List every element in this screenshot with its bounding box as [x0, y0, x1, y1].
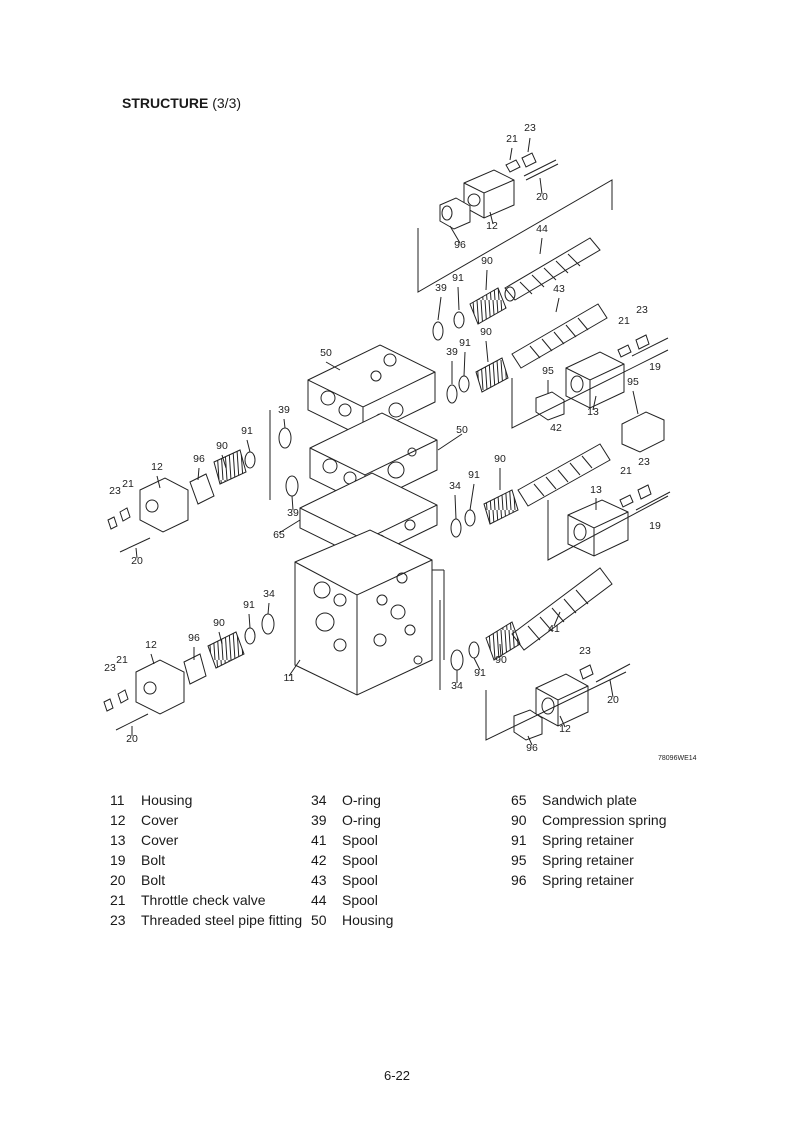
title-subtitle: (3/3) [212, 95, 242, 111]
callout-34: 34 [449, 480, 461, 492]
callout-65: 65 [273, 529, 285, 541]
callout-23: 23 [636, 304, 648, 316]
spool-44 [504, 237, 601, 302]
callout-42: 42 [550, 422, 562, 434]
page-number: 6-22 [383, 1068, 411, 1083]
callout-91: 91 [459, 337, 471, 349]
callout-21: 21 [620, 465, 632, 477]
callout-96: 96 [526, 742, 538, 754]
callout-12: 12 [559, 723, 571, 735]
exploded-view-diagram: 2123201296449091394323219091395019959539… [103, 122, 697, 762]
spool-43 [511, 303, 608, 369]
housing-50-lower [309, 412, 438, 506]
callout-21: 21 [122, 478, 134, 490]
callout-20: 20 [607, 694, 619, 706]
callout-90: 90 [213, 617, 225, 629]
callout-23: 23 [104, 662, 116, 674]
left-cover-upper [107, 449, 256, 553]
callout-90: 90 [494, 453, 506, 465]
left-cover-lower [103, 613, 275, 731]
callout-96: 96 [454, 239, 466, 251]
callout-20: 20 [126, 733, 138, 745]
callout-50: 50 [456, 424, 468, 436]
callout-91: 91 [452, 272, 464, 284]
callout-91: 91 [468, 469, 480, 481]
callout-90: 90 [216, 440, 228, 452]
callout-13: 13 [590, 484, 602, 496]
callout-34: 34 [263, 588, 275, 600]
callout-12: 12 [145, 639, 157, 651]
callout-34: 34 [451, 680, 463, 692]
callout-91: 91 [241, 425, 253, 437]
main-housing-11 [294, 529, 433, 696]
callout-23: 23 [638, 456, 650, 468]
callout-91: 91 [474, 667, 486, 679]
bottom-cover-assembly [513, 663, 631, 741]
callout-90: 90 [481, 255, 493, 267]
callout-12: 12 [486, 220, 498, 232]
top-cover-assembly [439, 152, 559, 230]
callout-21: 21 [618, 315, 630, 327]
callout-23: 23 [109, 485, 121, 497]
callout-50: 50 [320, 347, 332, 359]
callout-96: 96 [188, 632, 200, 644]
title-text: STRUCTURE [122, 95, 209, 111]
callout-23: 23 [524, 122, 536, 134]
callout-96: 96 [193, 453, 205, 465]
callout-91: 91 [243, 599, 255, 611]
callout-19: 19 [649, 361, 661, 373]
callout-20: 20 [536, 191, 548, 203]
callout-90: 90 [495, 654, 507, 666]
callout-12: 12 [151, 461, 163, 473]
callout-43: 43 [553, 283, 565, 295]
callout-90: 90 [480, 326, 492, 338]
callout-39: 39 [446, 346, 458, 358]
callout-11: 11 [284, 672, 295, 684]
callout-13: 13 [587, 406, 599, 418]
callout-39: 39 [287, 507, 299, 519]
spool-42 [517, 443, 611, 507]
callout-39: 39 [435, 282, 447, 294]
callout-21: 21 [506, 133, 518, 145]
callout-20: 20 [131, 555, 143, 567]
callout-95: 95 [627, 376, 639, 388]
callout-39: 39 [278, 404, 290, 416]
callout-23: 23 [579, 645, 591, 657]
page-title: STRUCTURE (3/3) [122, 95, 241, 111]
callout-41: 41 [548, 623, 560, 635]
callout-44: 44 [536, 223, 548, 235]
cover-13-lower [567, 499, 629, 557]
callout-95: 95 [542, 365, 554, 377]
callout-19: 19 [649, 520, 661, 532]
callout-21: 21 [116, 654, 128, 666]
figure-id: 78096WE14 [658, 755, 697, 762]
spool-41 [511, 567, 613, 651]
